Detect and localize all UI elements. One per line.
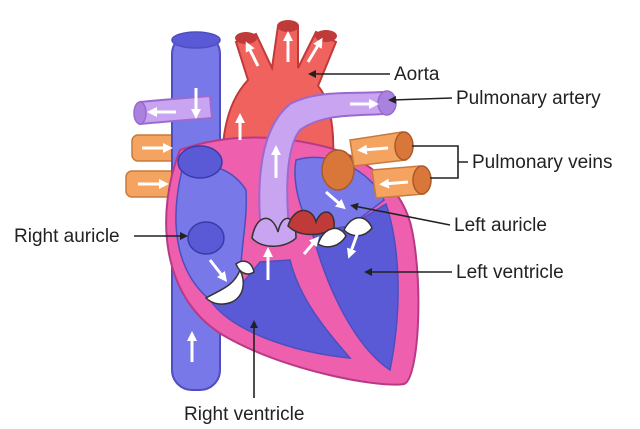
flow-arrow: [325, 190, 346, 210]
label-pulmonary-veins: Pulmonary veins: [472, 152, 612, 173]
flow-arrow: [245, 41, 260, 67]
flow-arrow: [379, 178, 409, 189]
pulmonary-valve: [251, 217, 297, 247]
pulmonary-veins-bracket: [412, 145, 468, 179]
label-pulmonary-artery: Pulmonary artery: [456, 88, 601, 109]
label-left-ventricle: Left ventricle: [456, 262, 564, 283]
flow-arrow: [306, 37, 323, 63]
flow-arrows: [138, 31, 409, 362]
right-auricle-inner: [187, 221, 225, 255]
mitral-valve-left: [317, 227, 347, 248]
flow-arrow: [208, 259, 228, 282]
pulmonary-artery-leader: [388, 95, 453, 104]
leader-lines: [134, 70, 468, 398]
aortic-valve: [287, 209, 335, 236]
flow-arrow: [357, 144, 389, 155]
right-auricle-opening: [177, 145, 223, 179]
label-aorta: Aorta: [394, 64, 440, 85]
flow-arrow: [302, 236, 320, 255]
left-auricle-leader: [350, 202, 451, 226]
right-ventricle-chamber: [208, 259, 352, 359]
label-right-auricle: Right auricle: [14, 226, 120, 247]
mitral-valve-right: [343, 217, 373, 237]
pulmonary-vein-opening: [321, 149, 355, 191]
tricuspid-valve-left: [204, 268, 245, 305]
label-right-ventricle: Right ventricle: [184, 404, 304, 425]
valves: [204, 209, 373, 305]
label-left-auricle: Left auricle: [454, 215, 547, 236]
tricuspid-valve-right: [235, 260, 255, 275]
flow-arrow: [347, 231, 360, 259]
